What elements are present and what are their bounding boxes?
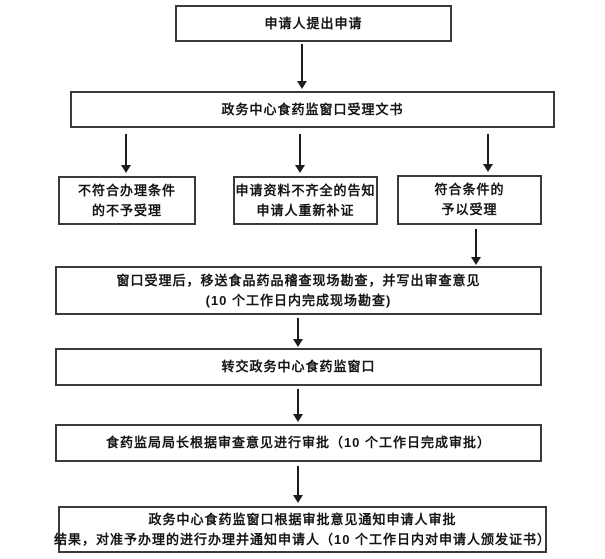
node-incomplete-materials: 申请资料不齐全的告知 申请人重新补证 bbox=[233, 176, 378, 225]
arrow-down-icon bbox=[471, 257, 481, 265]
arrow-down-icon bbox=[295, 165, 305, 173]
arrow-shaft bbox=[297, 318, 299, 339]
node-window-accept-documents: 政务中心食药监窗口受理文书 bbox=[70, 91, 555, 128]
node-director-approval: 食药监局局长根据审查意见进行审批（10 个工作日完成审批） bbox=[55, 424, 542, 462]
arrow-accepted-to-inspection bbox=[471, 229, 481, 265]
node-site-inspection-line2: (10 个工作日内完成现场勘查) bbox=[205, 292, 392, 308]
node-not-accepted-line2: 的不予受理 bbox=[91, 202, 162, 218]
arrow-down-icon bbox=[121, 165, 131, 173]
node-not-accepted: 不符合办理条件 的不予受理 bbox=[58, 176, 196, 225]
node-start-label: 申请人提出申请 bbox=[264, 15, 363, 31]
node-transfer-back-label: 转交政务中心食药监窗口 bbox=[221, 359, 376, 374]
arrow-shaft bbox=[301, 44, 303, 81]
arrow-start-to-window bbox=[297, 44, 307, 89]
node-window-accept-documents-label: 政务中心食药监窗口受理文书 bbox=[221, 101, 404, 117]
arrow-down-icon bbox=[297, 81, 307, 89]
arrow-down-icon bbox=[293, 414, 303, 422]
arrow-shaft bbox=[297, 466, 299, 495]
node-notify-result-line2: 结果，对准予办理的进行办理并通知申请人（10 个工作日内对申请人颁发证书） bbox=[53, 531, 552, 547]
arrow-down-icon bbox=[483, 164, 493, 172]
arrow-window-to-accepted bbox=[483, 134, 493, 172]
arrow-shaft bbox=[475, 229, 477, 257]
arrow-window-to-incomplete bbox=[295, 134, 305, 173]
arrow-shaft bbox=[487, 134, 489, 164]
arrow-inspection-to-transfer bbox=[293, 318, 303, 347]
node-transfer-back-to-window: 转交政务中心食药监窗口 bbox=[55, 348, 542, 386]
arrow-shaft bbox=[299, 134, 301, 165]
node-director-approval-label: 食药监局局长根据审查意见进行审批（10 个工作日完成审批） bbox=[105, 435, 492, 450]
arrow-window-to-not-accepted bbox=[121, 134, 131, 173]
arrow-shaft bbox=[297, 389, 299, 414]
node-site-inspection-line1: 窗口受理后，移送食品药品稽查现场勘查，并写出审查意见 bbox=[116, 272, 481, 288]
arrow-down-icon bbox=[293, 339, 303, 347]
arrow-approval-to-result bbox=[293, 466, 303, 503]
node-site-inspection: 窗口受理后，移送食品药品稽查现场勘查，并写出审查意见 (10 个工作日内完成现场… bbox=[55, 266, 542, 315]
node-notify-result-line1: 政务中心食药监窗口根据审批意见通知申请人审批 bbox=[148, 511, 457, 527]
node-incomplete-materials-line1: 申请资料不齐全的告知 bbox=[235, 182, 376, 198]
arrow-shaft bbox=[125, 134, 127, 165]
arrow-transfer-to-approval bbox=[293, 389, 303, 422]
node-accepted-line2: 予以受理 bbox=[441, 202, 498, 217]
node-not-accepted-line1: 不符合办理条件 bbox=[77, 182, 176, 198]
arrow-down-icon bbox=[293, 495, 303, 503]
node-accepted-line1: 符合条件的 bbox=[434, 182, 505, 197]
node-notify-result: 政务中心食药监窗口根据审批意见通知申请人审批 结果，对准予办理的进行办理并通知申… bbox=[54, 506, 550, 553]
node-start: 申请人提出申请 bbox=[175, 5, 452, 42]
node-incomplete-materials-line2: 申请人重新补证 bbox=[256, 202, 355, 218]
node-accepted: 符合条件的 予以受理 bbox=[397, 175, 542, 225]
